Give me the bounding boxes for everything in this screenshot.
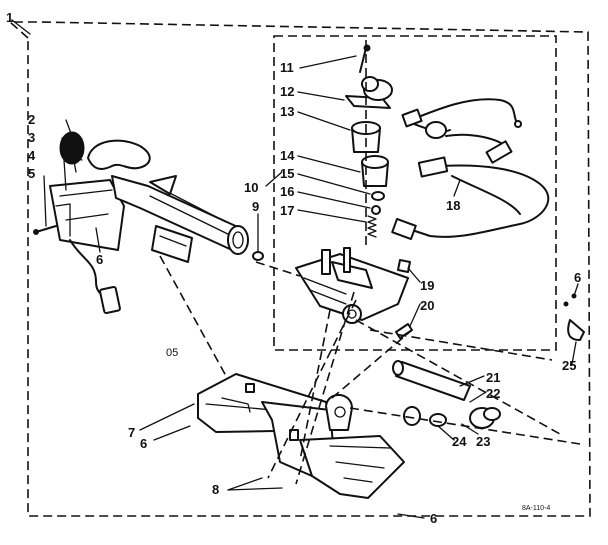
callout-5: 5 (28, 166, 35, 181)
control-knob (87, 139, 151, 170)
callout-10: 10 (244, 180, 258, 195)
outer-frame (7, 21, 591, 517)
callout-19: 19 (420, 278, 434, 293)
callout-1: 1 (6, 10, 13, 25)
callout-4: 4 (28, 148, 36, 163)
callout-2: 2 (28, 112, 35, 127)
callout-18: 18 (446, 198, 460, 213)
switch-assembly (295, 44, 413, 339)
knob-assembly (33, 131, 151, 315)
callout-24: 24 (452, 434, 467, 449)
callout-21: 21 (486, 370, 500, 385)
callout-7: 7 (128, 425, 135, 440)
shaft-assembly (111, 175, 264, 263)
cable-plug (99, 285, 121, 315)
callout-13: 13 (280, 104, 294, 119)
callout-6-base: 6 (140, 436, 147, 451)
callout-15: 15 (280, 166, 294, 181)
callout-9: 9 (252, 199, 259, 214)
callout-6-bottom: 6 (430, 511, 437, 526)
washer (252, 251, 264, 261)
callout-25: 25 (562, 358, 576, 373)
callout-8: 8 (212, 482, 219, 497)
callout-11: 11 (280, 60, 294, 75)
callout-6-right: 6 (574, 270, 581, 285)
callout-23: 23 (476, 434, 490, 449)
diagram-code: 8A-110-4 (522, 505, 550, 512)
callout-17: 17 (280, 203, 294, 218)
leader-lines (11, 19, 579, 519)
small-plate (151, 225, 193, 263)
callout-6-left: 6 (96, 252, 103, 267)
callout-05: 05 (166, 347, 178, 359)
base-plate (197, 373, 405, 499)
callout-3: 3 (28, 130, 35, 145)
callout-16: 16 (280, 184, 294, 199)
callout-20: 20 (420, 298, 434, 313)
inner-frame (273, 35, 557, 351)
callout-14: 14 (280, 148, 295, 163)
callout-labels: 1 2 3 4 5 6 6 6 6 7 8 9 10 11 12 13 14 1… (6, 10, 581, 526)
shaft-collar (227, 225, 249, 255)
wiring-harness (391, 98, 550, 240)
callout-22: 22 (486, 386, 500, 401)
callout-12: 12 (280, 84, 294, 99)
mount-bracket (49, 179, 125, 251)
